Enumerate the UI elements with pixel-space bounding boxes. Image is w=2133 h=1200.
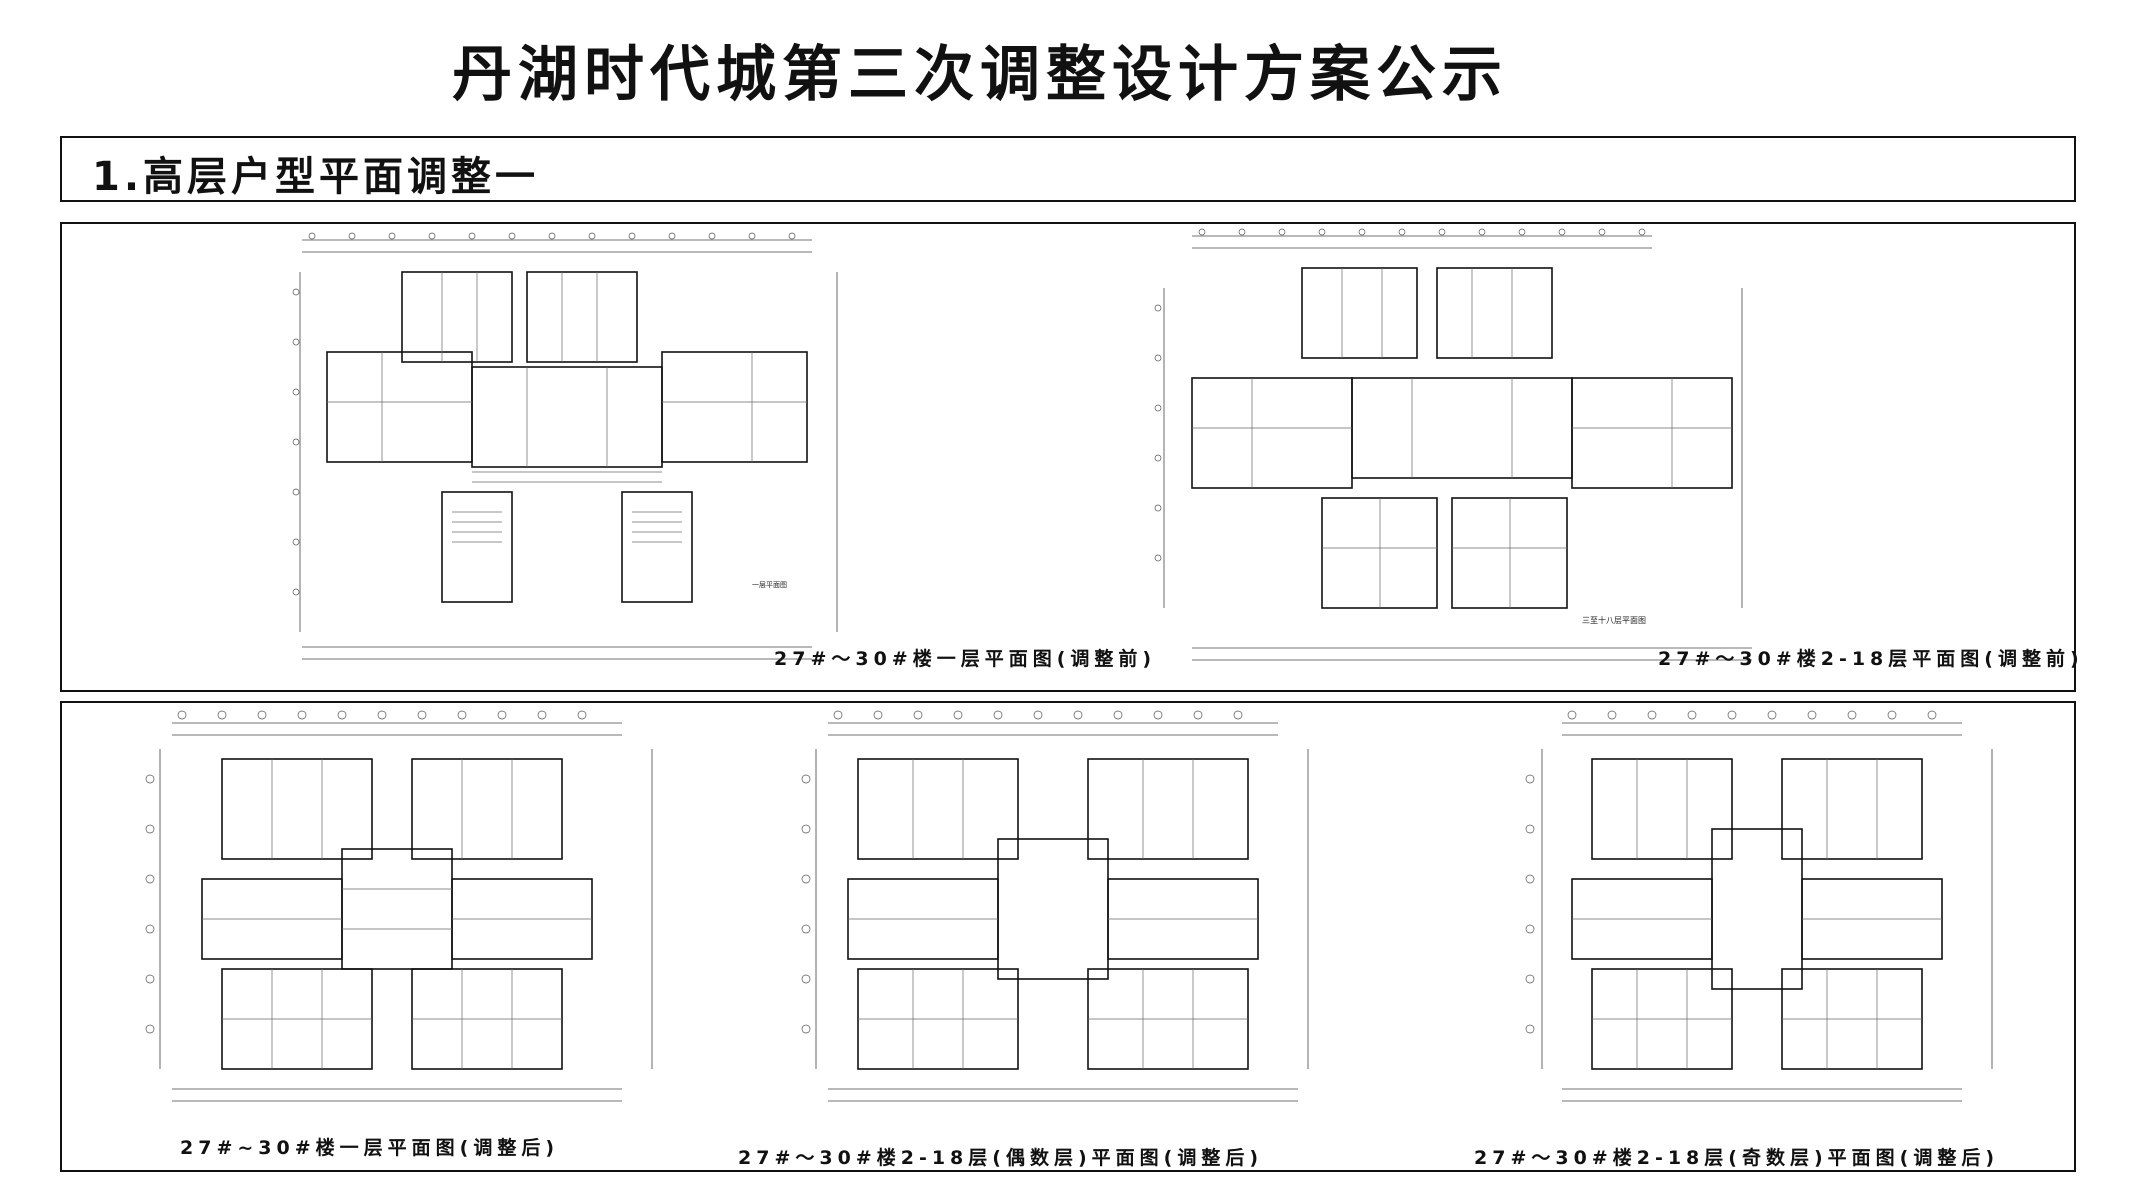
floor-plan-1f-after [145, 710, 653, 1102]
plan-inner-label: 一层平面图 [752, 581, 787, 589]
plans-before-panel: 一层平面图 27#～30#楼一层平面图(调整前) [60, 222, 2079, 692]
caption-2-18f-before: 27#～30#楼2-18层平面图(调整前) [1658, 648, 2084, 670]
floor-plan-2-18f-even-after [801, 710, 1309, 1102]
caption-1f-before: 27#～30#楼一层平面图(调整前) [774, 648, 1157, 670]
page-title: 丹湖时代城第三次调整设计方案公示 [452, 40, 1508, 110]
caption-1f-after: 27#~30#楼一层平面图(调整后) [180, 1137, 560, 1159]
floor-plan-1f-before: 一层平面图 [292, 232, 838, 660]
section-title: 1.高层户型平面调整一 [92, 154, 540, 200]
floor-plan-2-18f-before: 三至十八层平面图 [1154, 228, 1752, 661]
section-header: 1.高层户型平面调整一 [60, 136, 2076, 202]
plans-after-panel: 27#~30#楼一层平面图(调整后) [60, 701, 2076, 1172]
plan-inner-label: 三至十八层平面图 [1582, 615, 1646, 625]
caption-2-18f-odd-after: 27#～30#楼2-18层(奇数层)平面图(调整后) [1474, 1147, 2000, 1169]
floor-plan-2-18f-odd-after [1525, 710, 1993, 1102]
caption-2-18f-even-after: 27#～30#楼2-18层(偶数层)平面图(调整后) [738, 1147, 1264, 1169]
